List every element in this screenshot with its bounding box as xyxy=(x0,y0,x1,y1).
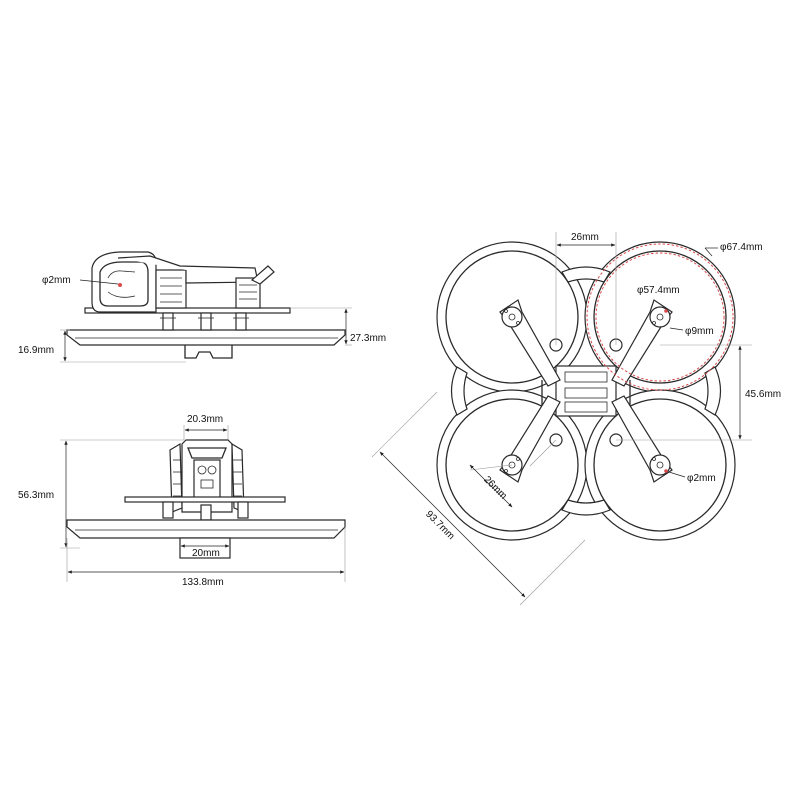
bottom-width-label: 20mm xyxy=(192,548,220,559)
prop-diameter-label: φ57.4mm xyxy=(637,285,680,296)
guard-diameter-highlight xyxy=(586,243,734,391)
guard-outer-diameter-label: φ67.4mm xyxy=(720,242,763,253)
motor-hole-diameter-label: φ2mm xyxy=(687,473,716,484)
hole-diameter-label: φ2mm xyxy=(42,275,71,286)
guard-height-label: 16.9mm xyxy=(18,345,54,356)
total-height-label: 27.3mm xyxy=(350,333,386,344)
motor-mount-diameter-label: φ9mm xyxy=(685,326,714,337)
front-view: 20.3mm 20mm 56.3mm xyxy=(18,414,346,588)
top-width-label: 20.3mm xyxy=(187,414,223,425)
mount-hole-marker xyxy=(118,283,122,287)
side-view: φ2mm 27.3mm 16.9mm xyxy=(18,251,386,363)
motor-spacing-y-label: 45.6mm xyxy=(745,389,781,400)
prop-diameter-highlight xyxy=(595,252,725,382)
top-view: 26mm φ67.4mm φ57.4mm φ9mm 45.6mm φ2mm 26… xyxy=(371,232,781,606)
total-width-label: 133.8mm xyxy=(182,577,224,588)
diagonal-size-label: 93.7mm xyxy=(423,509,456,542)
motor-spacing-x-label: 26mm xyxy=(571,232,599,243)
height-label: 56.3mm xyxy=(18,490,54,501)
